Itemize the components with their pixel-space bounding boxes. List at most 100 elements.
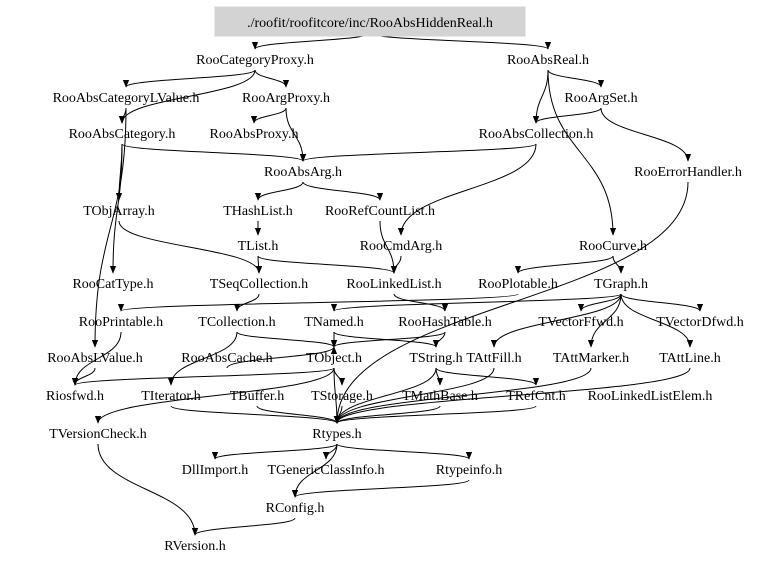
edge-RooCategoryProxy-to-RooAbsCategoryLValue <box>122 69 256 88</box>
node-Rtypes[interactable]: Rtypes.h <box>312 427 361 442</box>
node-TSeqCollection[interactable]: TSeqCollection.h <box>210 277 308 292</box>
edge-TObject-to-TStorage <box>333 367 346 386</box>
node-TRefCnt[interactable]: TRefCnt.h <box>506 389 566 404</box>
edge-TCollection-to-TObject <box>236 331 338 348</box>
node-label: RooErrorHandler.h <box>634 165 742 180</box>
edge-RooAbsReal-to-RooArgSet <box>547 69 605 88</box>
edge-TAttLine-to-Rtypes <box>333 367 691 424</box>
node-RooAbsArg[interactable]: RooAbsArg.h <box>264 165 342 180</box>
node-TGenericClassInfo[interactable]: TGenericClassInfo.h <box>267 463 384 478</box>
node-TBuffer[interactable]: TBuffer.h <box>230 389 285 404</box>
node-label: TObject.h <box>306 351 362 366</box>
node-label: TString.h <box>409 351 462 366</box>
node-label: TVectorDfwd.h <box>656 315 743 330</box>
node-label: Rtypes.h <box>312 427 361 442</box>
edge-RooLinkedList-to-RooHashTable <box>393 293 449 312</box>
node-RooErrorHandler[interactable]: RooErrorHandler.h <box>634 165 742 180</box>
node-TCollection[interactable]: TCollection.h <box>198 315 275 330</box>
node-RooCurve[interactable]: RooCurve.h <box>579 239 647 254</box>
node-label: RooAbsCategory.h <box>69 127 176 142</box>
node-TAttLine[interactable]: TAttLine.h <box>659 351 720 366</box>
node-label: RooAbsCategoryLValue.h <box>53 91 200 106</box>
edge-TObject-to-TVersionCheck <box>94 367 335 424</box>
node-TObjArray[interactable]: TObjArray.h <box>83 204 155 219</box>
node-TAttMarker[interactable]: TAttMarker.h <box>553 351 629 366</box>
node-RooAbsLValue[interactable]: RooAbsLValue.h <box>47 351 143 366</box>
node-Rtypeinfo[interactable]: Rtypeinfo.h <box>436 463 503 478</box>
node-label: Riosfwd.h <box>46 389 104 404</box>
edge-TGraph-to-TVectorFfwd <box>577 293 622 312</box>
node-label: TMathBase.h <box>402 389 478 404</box>
node-label: RooCmdArg.h <box>360 239 443 254</box>
node-RooAbsProxy[interactable]: RooAbsProxy.h <box>210 127 299 142</box>
node-TIterator[interactable]: TIterator.h <box>141 389 200 404</box>
edge-RooCategoryProxy-to-RooArgProxy <box>254 69 290 88</box>
node-label: DllImport.h <box>182 463 249 478</box>
node-label: RConfig.h <box>266 501 325 516</box>
node-RooAbsCategory[interactable]: RooAbsCategory.h <box>69 127 176 142</box>
node-TAttFill[interactable]: TAttFill.h <box>466 351 521 366</box>
edge-TMathBase-to-Rtypes <box>333 405 441 424</box>
edge-RooErrorHandler-to-Rtypes <box>333 181 689 424</box>
node-label: TList.h <box>238 239 279 254</box>
node-root[interactable]: ./roofit/roofitcore/inc/RooAbsHiddenReal… <box>214 6 526 37</box>
node-RooAbsCollection[interactable]: RooAbsCollection.h <box>479 127 594 142</box>
node-TVersionCheck[interactable]: TVersionCheck.h <box>49 427 147 442</box>
node-RooArgSet[interactable]: RooArgSet.h <box>564 91 637 106</box>
node-label: ./roofit/roofitcore/inc/RooAbsHiddenReal… <box>247 16 493 31</box>
node-RooCmdArg[interactable]: RooCmdArg.h <box>360 239 443 254</box>
edge-RooAbsCollection-to-RooCmdArg <box>397 143 537 236</box>
node-label: TSeqCollection.h <box>210 277 308 292</box>
node-label: RooRefCountList.h <box>325 204 435 219</box>
node-label: THashList.h <box>223 204 293 219</box>
node-TNamed[interactable]: TNamed.h <box>304 315 363 330</box>
node-RooAbsCache[interactable]: RooAbsCache.h <box>181 351 272 366</box>
edge-RooArgSet-to-RooErrorHandler <box>600 107 692 162</box>
root-node-box <box>214 6 526 37</box>
node-RooCategoryProxy[interactable]: RooCategoryProxy.h <box>196 53 314 68</box>
node-label: RooPlotable.h <box>478 277 558 292</box>
edge-RooCurve-to-TGraph <box>612 255 625 274</box>
node-TVectorDfwd[interactable]: TVectorDfwd.h <box>656 315 743 330</box>
edge-Rtypes-to-DllImport <box>211 443 338 460</box>
node-label: RooAbsLValue.h <box>47 351 143 366</box>
node-RooAbsCategoryLValue[interactable]: RooAbsCategoryLValue.h <box>53 91 200 106</box>
node-label: TObjArray.h <box>83 204 155 219</box>
node-TStorage[interactable]: TStorage.h <box>311 389 373 404</box>
edge-RooAbsCategory-to-RooCatType <box>109 143 123 274</box>
edge-RooAbsCategory-to-RooAbsArg <box>121 143 307 162</box>
node-RooCatType[interactable]: RooCatType.h <box>72 277 153 292</box>
node-TObject[interactable]: TObject.h <box>306 351 362 366</box>
node-label: TStorage.h <box>311 389 373 404</box>
node-TMathBase[interactable]: TMathBase.h <box>402 389 478 404</box>
node-RooPlotable[interactable]: RooPlotable.h <box>478 277 558 292</box>
node-DllImport[interactable]: DllImport.h <box>182 463 249 478</box>
node-TString[interactable]: TString.h <box>409 351 462 366</box>
edge-Rtypes-to-Rtypeinfo <box>336 443 473 460</box>
node-RConfig[interactable]: RConfig.h <box>266 501 325 516</box>
node-TList[interactable]: TList.h <box>238 239 279 254</box>
edge-RooAbsCollection-to-RooAbsArg <box>299 143 537 162</box>
edge-RooCmdArg-to-RooLinkedList <box>390 255 402 274</box>
node-label: TCollection.h <box>198 315 275 330</box>
node-RooRefCountList[interactable]: RooRefCountList.h <box>325 204 435 219</box>
node-RooLinkedListElem[interactable]: RooLinkedListElem.h <box>588 389 713 404</box>
edge-RooAbsCategoryLValue-to-RooAbsLValue <box>91 107 127 348</box>
edge-TString-to-Rtypes <box>333 367 437 424</box>
edge-RooHashTable-to-TObject <box>330 331 446 348</box>
edge-TObject-to-Riosfwd <box>72 367 335 386</box>
node-RooAbsReal[interactable]: RooAbsReal.h <box>507 53 589 68</box>
node-label: RooAbsReal.h <box>507 53 589 68</box>
node-THashList[interactable]: THashList.h <box>223 204 293 219</box>
node-RooLinkedList[interactable]: RooLinkedList.h <box>346 277 441 292</box>
node-RVersion[interactable]: RVersion.h <box>164 539 226 554</box>
edge-RooAbsArg-to-THashList <box>254 181 304 201</box>
node-RooArgProxy[interactable]: RooArgProxy.h <box>242 91 330 106</box>
edge-TIterator-to-Rtypes <box>170 405 341 424</box>
node-Riosfwd[interactable]: Riosfwd.h <box>46 389 104 404</box>
node-TVectorFfwd[interactable]: TVectorFfwd.h <box>538 315 623 330</box>
edge-RooCategoryProxy-to-RooAbsCategory <box>118 69 256 124</box>
node-RooHashTable[interactable]: RooHashTable.h <box>398 315 492 330</box>
node-RooPrintable[interactable]: RooPrintable.h <box>79 315 163 330</box>
node-TGraph[interactable]: TGraph.h <box>594 277 648 292</box>
